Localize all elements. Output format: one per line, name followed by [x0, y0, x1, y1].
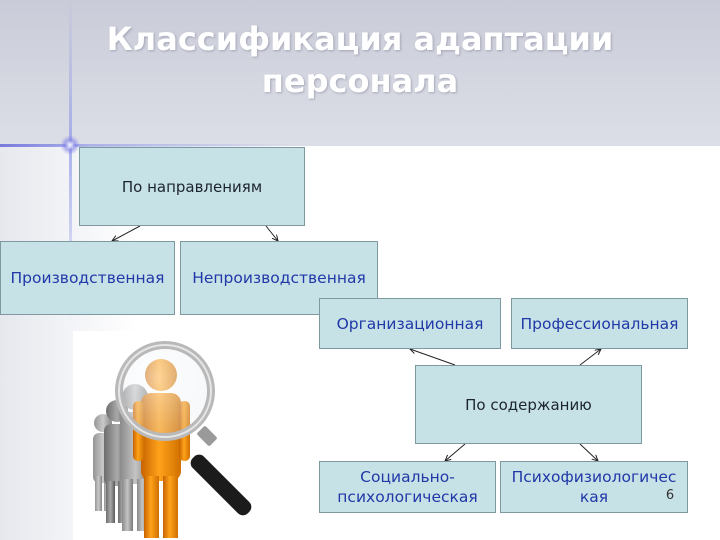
organizational-label: Организационная	[336, 314, 484, 333]
by-direction-box: По направлениям	[79, 147, 305, 226]
professional-label: Профессиональная	[520, 314, 679, 333]
arrow-to-professional	[579, 349, 601, 366]
arrow-to-nonproduction	[265, 225, 278, 241]
psychophys-label: Психофизиологическая	[511, 468, 677, 506]
arrow-to-socio-psych	[445, 443, 466, 461]
by-direction-label: По направлениям	[121, 177, 263, 196]
production-box: Производственная	[0, 241, 175, 315]
sparkle-line-horizontal	[0, 144, 300, 147]
arrow-to-production	[112, 225, 141, 241]
nonproduction-label: Непроизводственная	[192, 269, 366, 287]
slide-title: Классификация адаптации персонала	[106, 20, 614, 100]
magnifying-glass-over-people-icon	[93, 341, 252, 538]
sparkle-icon	[60, 135, 80, 155]
arrow-to-organizational	[410, 349, 456, 366]
by-content-box: По содержанию	[415, 365, 642, 444]
page-number: 6	[665, 488, 675, 503]
magnifying-glass-people-illustration	[73, 331, 298, 540]
socio-psych-label: Социально-психологическая	[337, 468, 478, 506]
header-band	[0, 0, 720, 146]
by-content-label: По содержанию	[465, 395, 592, 414]
professional-box: Профессиональная	[511, 298, 688, 349]
organizational-box: Организационная	[319, 298, 501, 349]
production-label: Производственная	[10, 269, 165, 287]
socio-psych-box: Социально-психологическая	[319, 461, 496, 513]
arrow-to-psychophys	[579, 443, 598, 461]
psychophys-box: Психофизиологическая	[500, 461, 688, 513]
